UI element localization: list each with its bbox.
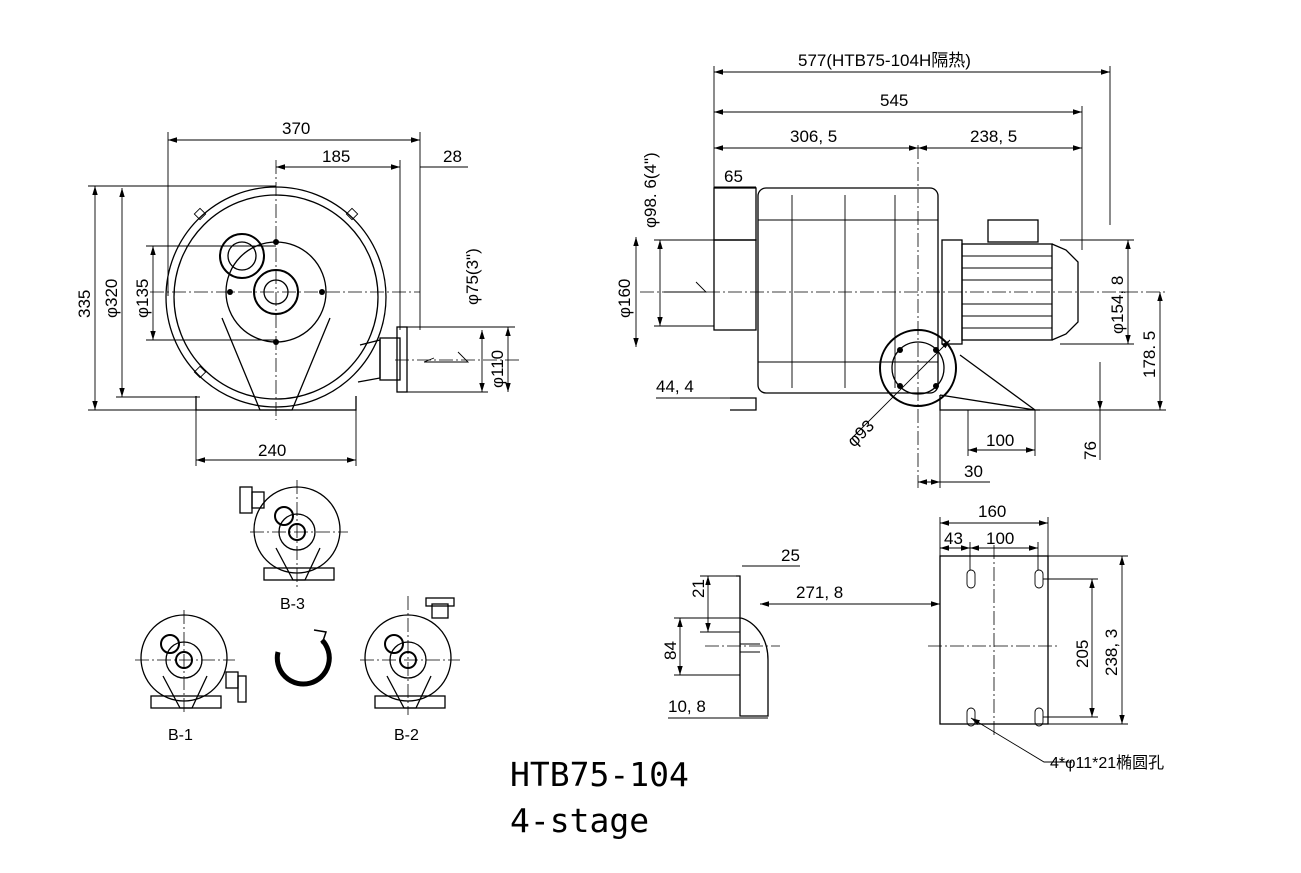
inlet-upper — [713, 187, 757, 241]
dim-dia-75: φ75(3") — [463, 248, 482, 305]
dim-160: 160 — [978, 502, 1006, 521]
mounting-base-plate: 160 43 100 205 238, 3 4*φ11*21椭圆孔 — [928, 502, 1164, 772]
motor-fins — [962, 255, 1052, 329]
side-view: 577(HTB75-104H隔热) 545 306, 5 238, 5 65 φ… — [615, 51, 1166, 488]
bolt — [273, 239, 279, 245]
dim-dia-135: φ135 — [133, 279, 152, 318]
slot-hole — [1034, 569, 1044, 589]
dim-335: 335 — [75, 290, 94, 318]
dim-30: 30 — [964, 462, 983, 481]
outlet-pipe — [379, 337, 401, 381]
dim-306: 306, 5 — [790, 127, 837, 146]
outlet-neck — [357, 339, 381, 383]
dim-25: 25 — [781, 546, 800, 565]
inlet-flange — [219, 233, 265, 279]
dim-84: 84 — [661, 641, 680, 660]
hole-note: 4*φ11*21椭圆孔 — [1050, 754, 1164, 772]
flow-arrow — [424, 351, 470, 363]
dim-dia-93: φ93 — [843, 416, 878, 451]
dim-240: 240 — [258, 441, 286, 460]
slot-hole — [966, 707, 976, 727]
label-b1: B-1 — [168, 727, 193, 744]
stand — [939, 354, 1036, 411]
mounting-bracket-side: 25 271, 8 21 84 10, 8 — [661, 546, 940, 719]
dim-dia-320: φ320 — [102, 279, 121, 318]
slot-hole — [966, 569, 976, 589]
motor-fan-cover — [1051, 243, 1079, 341]
dim-dia-160: φ160 — [615, 279, 634, 318]
dim-545: 545 — [880, 91, 908, 110]
rotation-arrow — [274, 629, 332, 687]
dim-65: 65 — [724, 167, 743, 186]
dim-76: 76 — [1081, 441, 1100, 460]
dim-185: 185 — [322, 147, 350, 166]
terminal-box — [987, 219, 1039, 243]
dim-dia-154: φ154, 8 — [1108, 276, 1127, 334]
dim-577: 577(HTB75-104H隔热) — [798, 51, 971, 70]
dim-238-3: 238, 3 — [1102, 629, 1121, 676]
inlet-bore — [227, 241, 257, 271]
inlet-pipe — [713, 239, 757, 331]
dim-238-5: 238, 5 — [970, 127, 1017, 146]
outlet-flange — [396, 326, 408, 393]
orientation-b1: B-1 — [135, 610, 247, 744]
orientation-b2: B-2 — [360, 596, 460, 744]
front-foot — [730, 397, 757, 411]
dim-271: 271, 8 — [796, 583, 843, 602]
stage-subtitle: 4-stage — [510, 801, 649, 840]
dim-44: 44, 4 — [656, 377, 694, 396]
orientation-b3: B-3 — [239, 480, 348, 613]
dim-dia-98: φ98. 6(4") — [641, 152, 660, 228]
housing-lug — [345, 207, 359, 221]
dim-10: 10, 8 — [668, 697, 706, 716]
dim-21: 21 — [689, 579, 708, 598]
slot-hole — [1034, 707, 1044, 727]
dim-205: 205 — [1073, 640, 1092, 668]
hole-leader — [970, 717, 1072, 763]
dim-370: 370 — [282, 119, 310, 138]
inlet-arrow — [664, 281, 708, 293]
dim-43: 43 — [944, 529, 963, 548]
dim-28: 28 — [443, 147, 462, 166]
dim-dia-110: φ110 — [488, 350, 507, 388]
model-title: HTB75-104 — [510, 755, 689, 794]
dim-100b: 100 — [986, 529, 1014, 548]
housing-lug — [193, 365, 207, 379]
housing-lug — [193, 207, 207, 221]
front-view: 370 185 28 335 φ320 φ135 φ75(3") φ110 24… — [75, 119, 520, 466]
bracket-profile — [736, 575, 769, 717]
label-b2: B-2 — [394, 727, 419, 744]
blower-housing — [757, 187, 939, 394]
dim-178: 178. 5 — [1140, 331, 1159, 378]
dim-100: 100 — [986, 431, 1014, 450]
label-b3: B-3 — [280, 596, 305, 613]
